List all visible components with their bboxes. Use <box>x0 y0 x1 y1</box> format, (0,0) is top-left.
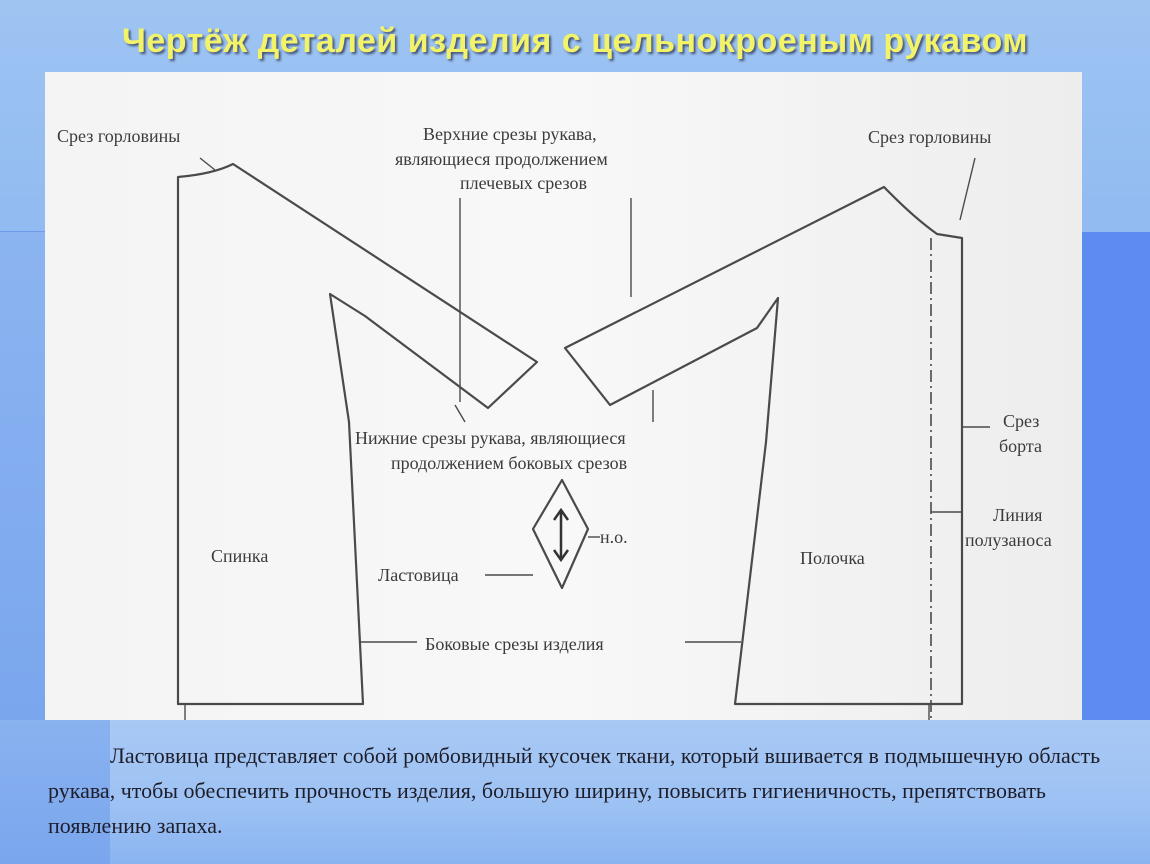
label-grain: н.о. <box>600 527 628 547</box>
leader-lines <box>184 157 990 720</box>
background-panel-left <box>0 232 45 722</box>
label-overlap-2: полузаноса <box>965 530 1052 550</box>
label-neck-right: Срез горловины <box>868 127 992 147</box>
description-paragraph: Ластовица представляет собой ромбовидный… <box>48 743 1101 838</box>
slide-title: Чертёж деталей изделия с цельнокроеным р… <box>121 22 1028 60</box>
grain-arrow <box>552 507 570 563</box>
label-lower-sleeve-2: продолжением боковых срезов <box>391 453 628 473</box>
label-upper-sleeve-2: являющиеся продолжением <box>395 149 608 169</box>
background-divider <box>0 231 45 232</box>
label-side-seams: Боковые срезы изделия <box>425 634 604 654</box>
label-neck-left: Срез горловины <box>57 126 181 146</box>
label-upper-sleeve-3: плечевых срезов <box>460 173 587 193</box>
back-piece-outline <box>176 162 539 706</box>
label-back: Спинка <box>211 546 269 566</box>
label-edge-2: борта <box>999 436 1042 456</box>
label-upper-sleeve-1: Верхние срезы рукава, <box>423 124 597 144</box>
label-lower-sleeve-1: Нижние срезы рукава, являющиеся <box>355 428 626 448</box>
background-bottom-band <box>0 720 1150 864</box>
label-front: Полочка <box>800 548 865 568</box>
front-piece-outline <box>563 185 964 706</box>
pattern-svg <box>176 157 990 720</box>
gusset-outline <box>531 478 590 590</box>
label-gusset: Ластовица <box>378 565 459 585</box>
label-edge-1: Срез <box>1003 411 1040 431</box>
pattern-drawing: Срез горловины Срез горловины Верхние ср… <box>45 72 1082 720</box>
label-overlap-1: Линия <box>993 505 1043 525</box>
background-bottom-left <box>0 720 110 864</box>
